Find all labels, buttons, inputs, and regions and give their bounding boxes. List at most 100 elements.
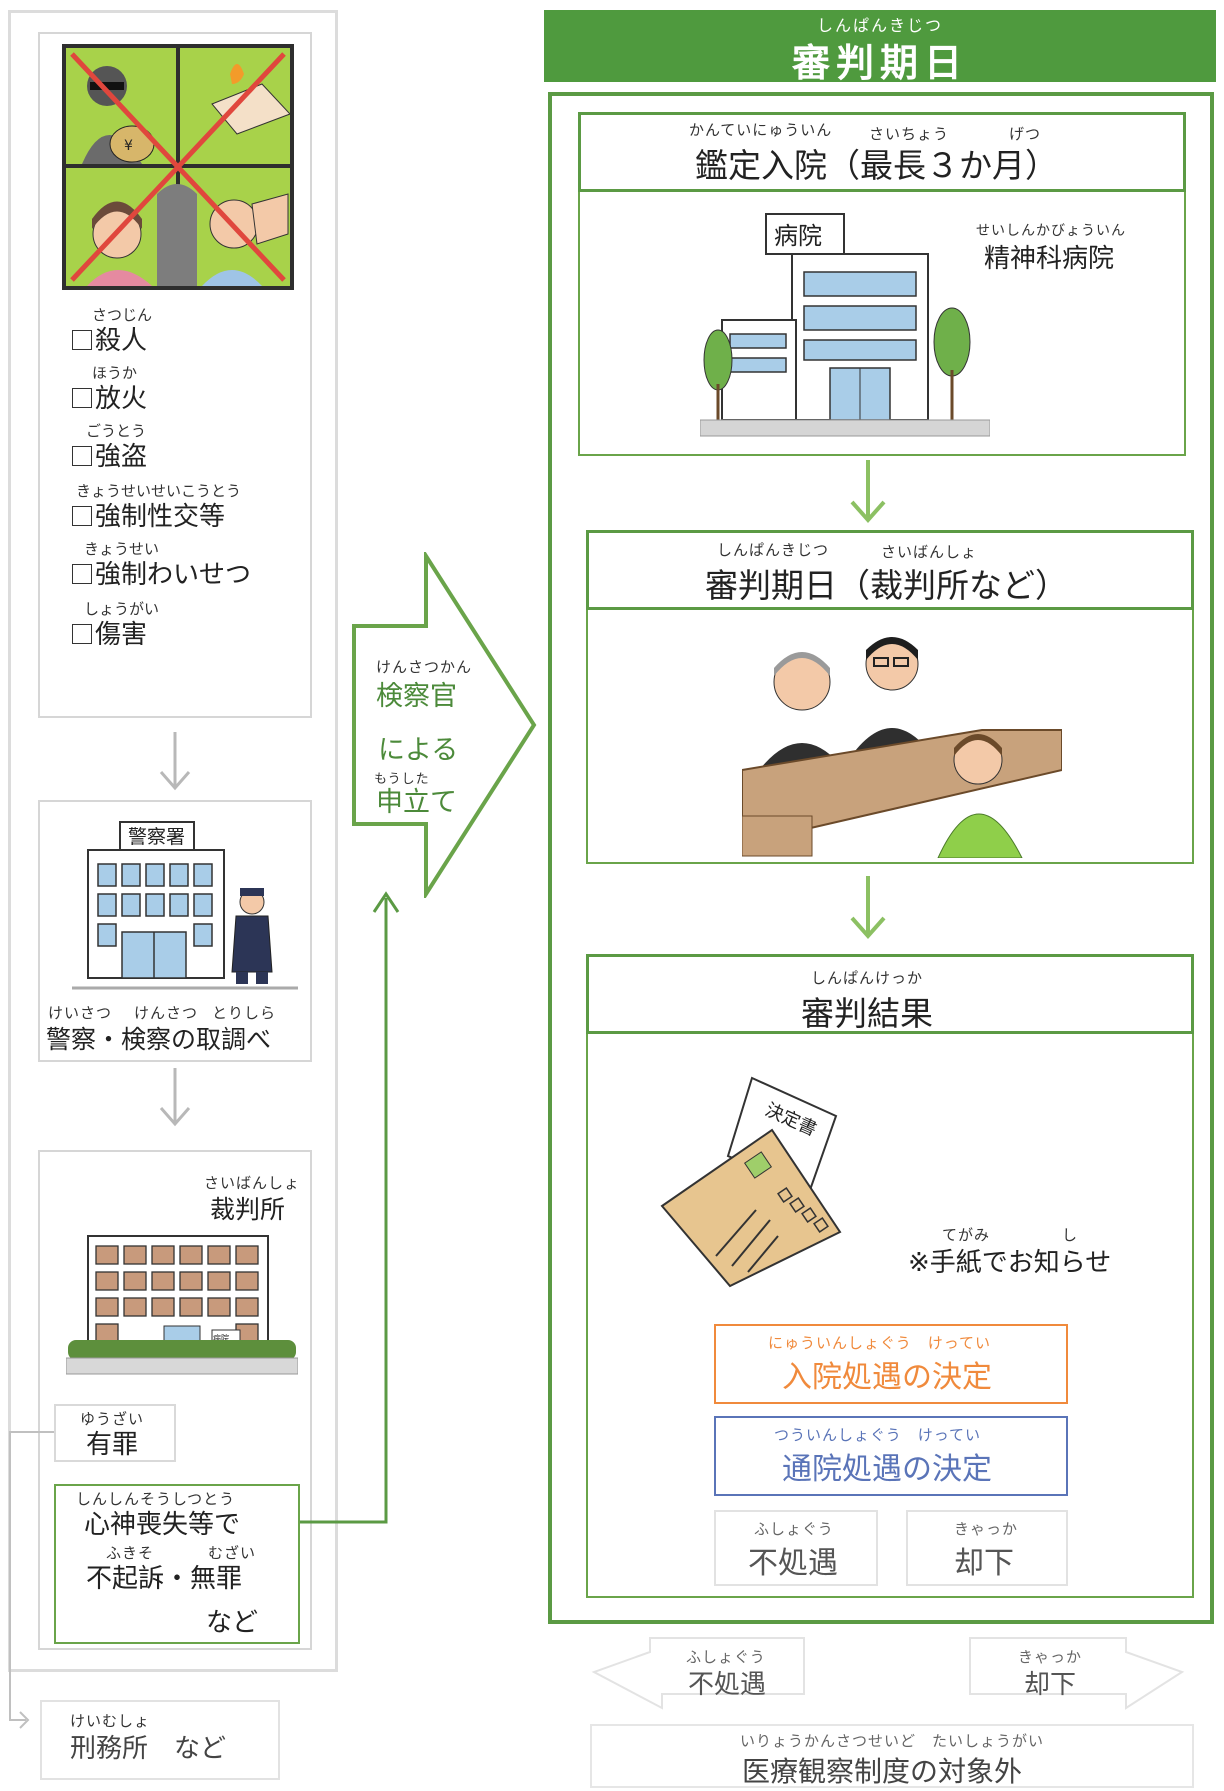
svg-text:¥: ¥ [124,138,133,154]
checkbox-icon [72,506,92,526]
crime-item: 強盗 [72,436,147,473]
notice-label: ※手紙でお知らせ [908,1248,1112,1278]
investigation-ruby-2: けんさつ [134,1004,199,1022]
investigation-ruby-3: とりしら [212,1004,277,1022]
investigation-label: 警察・検察の取調べ [46,1025,272,1054]
outside-no-treatment-label: 不処遇 [688,1670,767,1700]
checkbox-icon [72,330,92,350]
insanity-line-2: 不起訴・無罪 [86,1564,243,1594]
petition-line-2: による [378,735,459,766]
step1-ruby-c: げつ [1009,125,1042,143]
dismissal-label: 却下 [954,1546,1014,1581]
petition-arrow [352,552,537,898]
insanity-box: しんしんそうしつとう 心神喪失等で ふきそ むざい 不起訴・無罪 など [54,1484,300,1644]
step2-image-box [586,610,1194,864]
crime-item: 強制わいせつ [72,554,251,591]
arrow-down-icon [159,1068,191,1127]
insanity-ruby-2a: ふきそ [106,1544,155,1562]
crime-list: さつじん 殺人 ほうか 放火 ごうとう 強盗 きょうせいせいこうとう 強制性交等… [72,304,312,714]
step3-title: 審判結果 [801,994,933,1033]
arrow-down-icon [850,460,886,524]
crime-ruby: ほうか [92,364,138,382]
guilty-to-prison-connector [9,1431,54,1729]
no-treatment-label: 不処遇 [748,1546,838,1581]
dismissal-ruby: きゃっか [954,1520,1019,1538]
insanity-ruby-2b: むざい [208,1544,257,1562]
step3-title-box: しんぱんけっか 審判結果 [586,954,1194,1034]
step2-title: 審判期日（裁判所など） [705,566,1068,605]
petition-ruby-1: けんさつかん [376,658,473,676]
dismissal-box: きゃっか 却下 [906,1510,1068,1586]
crime-panel: ¥ さつじん 殺人 ほうか 放火 ごうとう 強盗 きょうせいせいこうとう 強制性… [38,32,312,718]
inpatient-decision: にゅういんしょぐう けってい 入院処遇の決定 [714,1324,1068,1404]
hospital-illustration: 病院 [700,213,990,437]
crime-illustration: ¥ [62,44,294,290]
step1-ruby-b: さいちょう [869,125,950,143]
guilty-ruby: ゆうざい [80,1410,145,1428]
petition-line-3: 申立て [376,787,457,818]
hearing-header-ruby: しんぱんきじつ [816,16,943,35]
step2-ruby-a: しんぱんきじつ [717,541,830,559]
hospital-ruby: せいしんかびょういん [976,223,1126,239]
checkbox-icon [72,446,92,466]
guilty-label: 有罪 [86,1430,139,1460]
step1-image-box: せいしんかびょういん 精神科病院 病院 [578,192,1186,456]
excluded-box: いりょうかんさつせいど たいしょうがい 医療観察制度の対象外 [590,1724,1194,1788]
left-outer-panel [8,10,338,1672]
no-treatment-box: ふしょぐう 不処遇 [714,1510,878,1586]
outside-dismissal-label: 却下 [1024,1670,1077,1700]
excluded-ruby: いりょうかんさつせいど たいしょうがい [740,1732,1045,1750]
hospital-label: 精神科病院 [984,244,1115,274]
notice-ruby-b: し [1062,1226,1079,1244]
court-building-sign: 病院 [213,1333,229,1343]
crime-ruby: しょうがい [84,600,160,618]
checkbox-icon [72,388,92,408]
police-sign: 警察署 [128,826,185,848]
step1-title: 鑑定入院（最長３か月） [695,146,1058,185]
crime-item: 傷害 [72,614,147,651]
crime-item: 放火 [72,378,147,415]
police-panel: 警察署 けいさつ けんさつ とりしら 警察・検察の取調べ [38,800,312,1062]
hospital-sign: 病院 [774,222,822,250]
insanity-to-petition-connector [300,891,400,1524]
court-ruby: さいばんしょ [204,1174,301,1192]
checkbox-icon [72,564,92,584]
outpatient-ruby: つういんしょぐう けってい [774,1426,981,1444]
prison-box: けいむしょ 刑務所 など [40,1700,280,1780]
prison-ruby: けいむしょ [70,1712,151,1730]
crime-item: 殺人 [72,320,147,357]
notice-ruby-a: てがみ [942,1226,991,1244]
court-panel: さいばんしょ 裁判所 病院 [38,1150,312,1650]
inpatient-label: 入院処遇の決定 [782,1360,992,1395]
outside-dismissal-ruby: きゃっか [1018,1648,1083,1666]
step3-ruby: しんぱんけっか [811,969,924,987]
step2-ruby-b: さいばんしょ [881,543,978,561]
police-station-illustration: 警察署 [72,821,298,990]
checkbox-icon [72,624,92,644]
no-treatment-arrow [591,1637,805,1710]
excluded-label: 医療観察制度の対象外 [742,1755,1023,1788]
guilty-box: ゆうざい 有罪 [54,1404,176,1462]
hearing-illustration [742,637,1062,858]
decision-letter-illustration: 決定書 [660,1076,842,1288]
outside-no-treatment-ruby: ふしょぐう [686,1648,766,1666]
step3-image-box: 決定書 てがみ し ※手紙でお知らせ にゅういんしょぐう けってい 入院処遇の決… [586,1034,1194,1598]
no-treatment-ruby: ふしょぐう [754,1520,834,1538]
insanity-ruby-1: しんしんそうしつとう [76,1490,236,1508]
outpatient-decision: つういんしょぐう けってい 通院処遇の決定 [714,1416,1068,1496]
insanity-line-3: など [206,1608,259,1638]
investigation-ruby-1: けいさつ [48,1004,113,1022]
hearing-header: しんぱんきじつ 審判期日 [544,10,1216,85]
crime-ruby: きょうせい [84,540,160,558]
step1-ruby-a: かんていにゅういん [689,121,833,139]
crime-ruby: きょうせいせいこうとう [76,482,242,500]
court-building-illustration: 病院 [66,1235,298,1375]
prison-label: 刑務所 など [70,1734,227,1764]
step2-title-box: しんぱんきじつ さいばんしょ 審判期日（裁判所など） [586,530,1194,610]
dismissal-arrow [969,1637,1185,1710]
arrow-down-icon [159,732,191,791]
crime-ruby: さつじん [92,306,153,324]
petition-line-1: 検察官 [376,681,457,712]
step1-title-box: かんていにゅういん さいちょう げつ 鑑定入院（最長３か月） [578,112,1186,192]
insanity-line-1: 心神喪失等で [84,1510,241,1540]
